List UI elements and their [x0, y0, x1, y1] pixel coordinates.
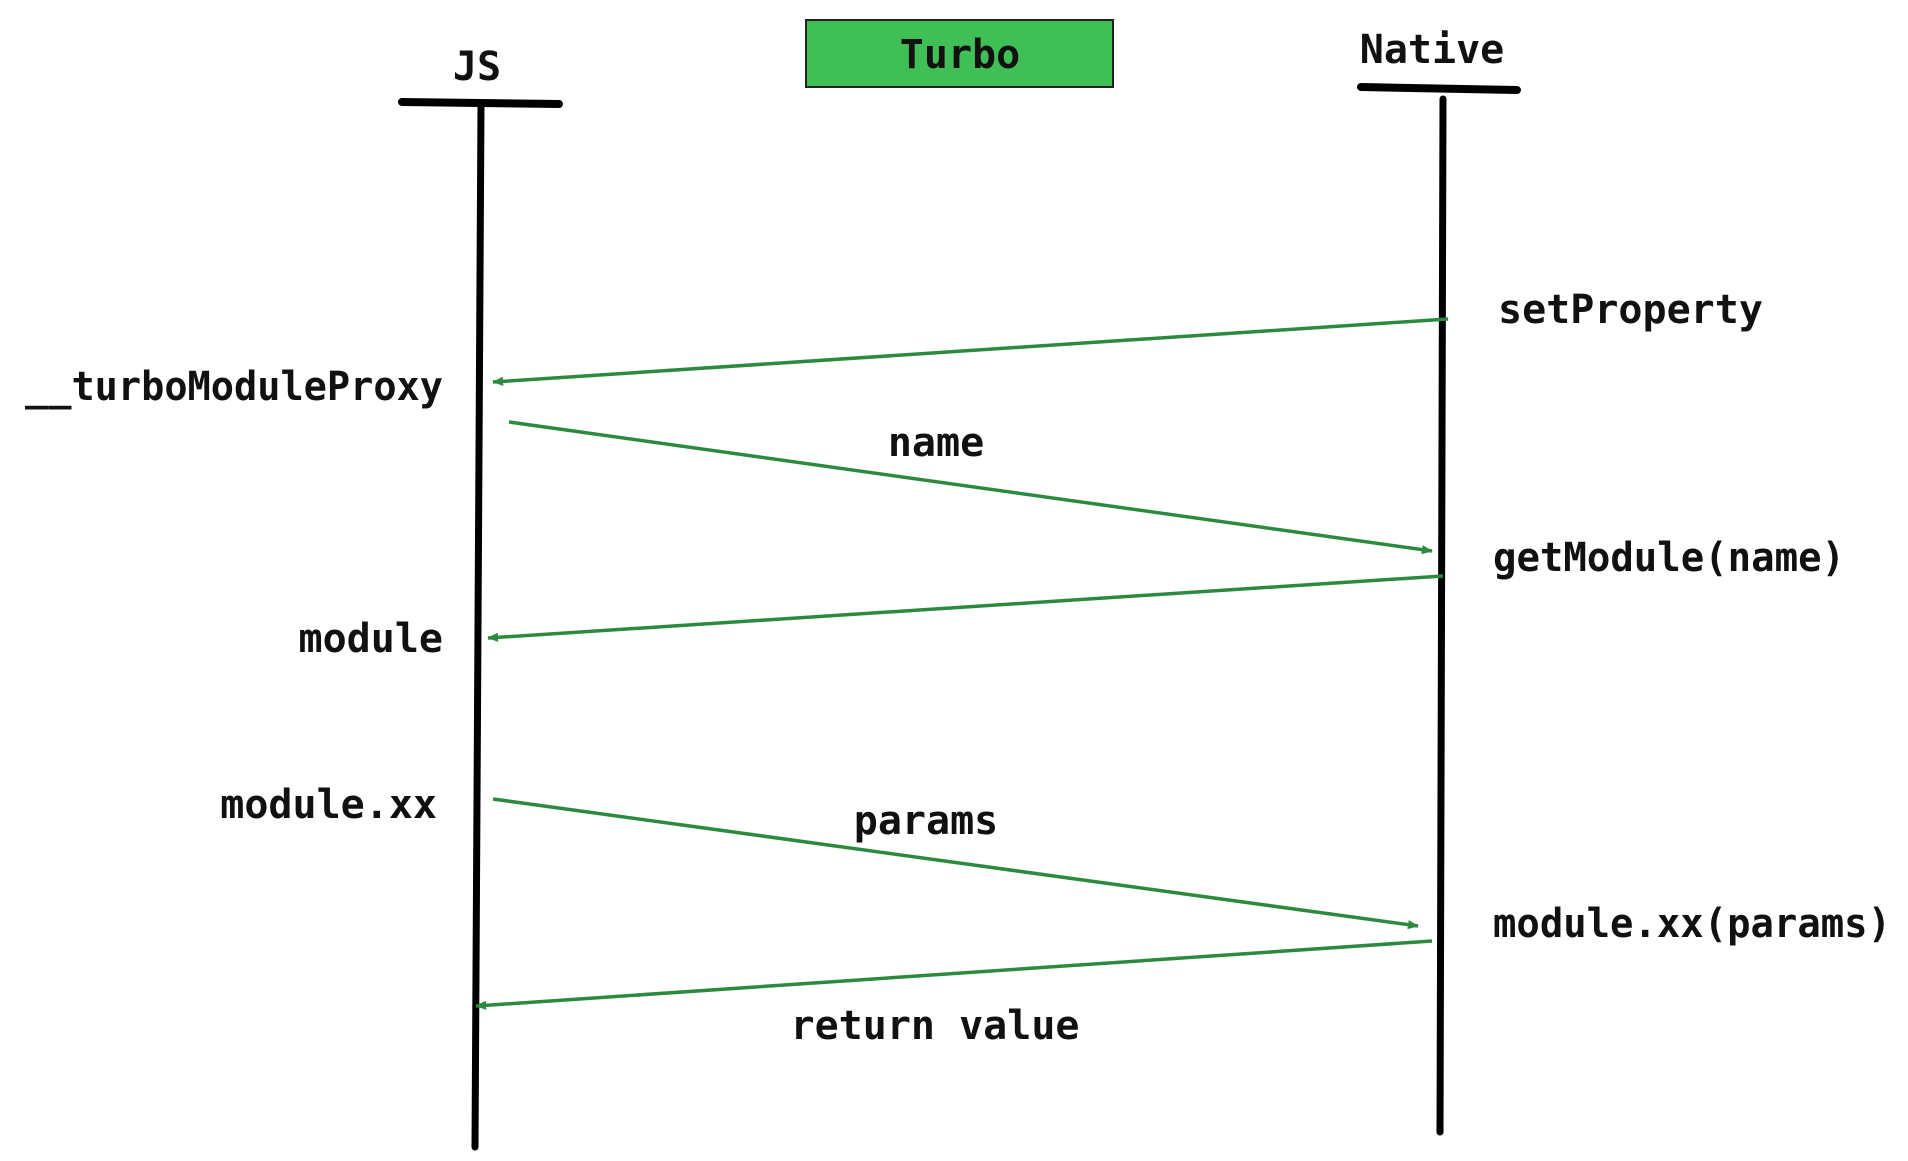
- native-lifeline-label: Native: [1360, 27, 1505, 73]
- message-labels: name params return value: [791, 420, 1080, 1049]
- message-label-name: name: [888, 420, 984, 466]
- native-label-module-xx-params: module.xx(params): [1493, 901, 1891, 947]
- title-box-rect: [805, 19, 1114, 88]
- message-label-return-value: return value: [791, 1003, 1080, 1049]
- native-label-get-module: getModule(name): [1493, 535, 1845, 581]
- message-label-params: params: [854, 798, 999, 844]
- message-arrow-module: [487, 574, 1444, 642]
- js-label-module-xx: module.xx: [220, 782, 437, 828]
- native-lifeline-line: [1436, 95, 1447, 1136]
- message-arrow-return-value: [475, 939, 1433, 1010]
- title-box: Turbo: [805, 19, 1114, 88]
- title-box-label: Turbo: [900, 32, 1020, 78]
- message-arrow-set-property: [492, 317, 1449, 386]
- native-lifeline-header-bar: [1357, 83, 1521, 94]
- js-lifeline-line: [471, 100, 485, 1151]
- js-label-module: module: [299, 616, 444, 662]
- js-label-turbo-module-proxy: __turboModuleProxy: [25, 364, 443, 410]
- message-arrow-params: [492, 797, 1419, 930]
- js-lifeline: JS: [398, 44, 563, 1151]
- native-lifeline: Native: [1357, 27, 1521, 1136]
- message-arrow-name: [508, 420, 1433, 555]
- js-annotations: __turboModuleProxy module module.xx: [25, 364, 443, 828]
- js-lifeline-label: JS: [453, 44, 501, 90]
- native-label-set-property: setProperty: [1498, 287, 1763, 333]
- message-arrows: [475, 317, 1449, 1010]
- native-annotations: setProperty getModule(name) module.xx(pa…: [1493, 287, 1891, 947]
